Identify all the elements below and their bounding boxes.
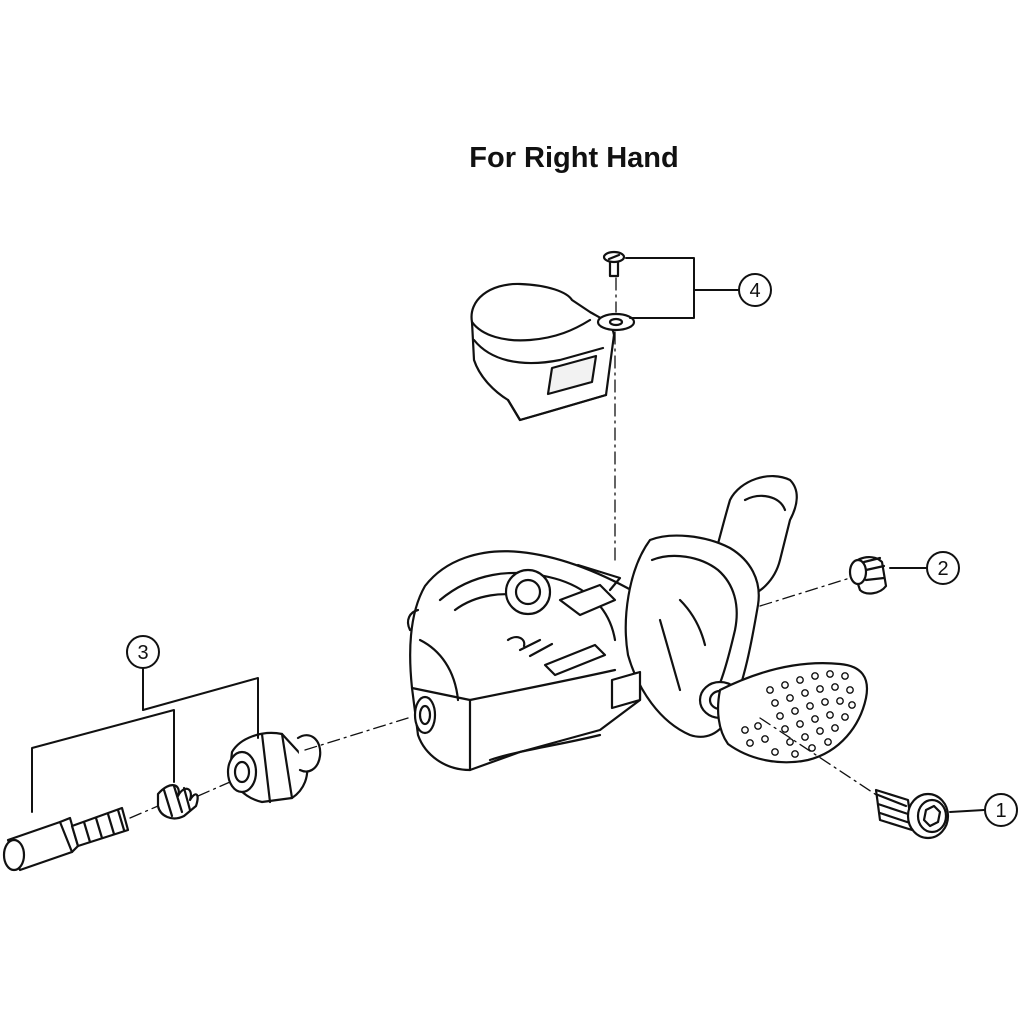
callout-3: 3 — [126, 635, 160, 669]
thumb-paddle — [717, 662, 869, 764]
cover-screw — [602, 250, 626, 278]
shifter-body — [406, 550, 642, 772]
barrel-adjuster-set — [2, 731, 322, 872]
callout-1: 1 — [984, 793, 1018, 827]
callout-label: 2 — [937, 558, 948, 580]
clamp-bolt — [874, 788, 950, 840]
top-cover — [470, 282, 636, 422]
callout-2: 2 — [926, 551, 960, 585]
callout-label: 3 — [137, 642, 148, 664]
plug-cap — [848, 556, 888, 595]
callout-label: 4 — [749, 280, 760, 302]
leader-lines — [31, 257, 985, 813]
callout-label: 1 — [995, 800, 1006, 822]
callout-4: 4 — [738, 273, 772, 307]
page-title: For Right Hand — [469, 142, 679, 174]
assembly-lines — [129, 277, 879, 819]
